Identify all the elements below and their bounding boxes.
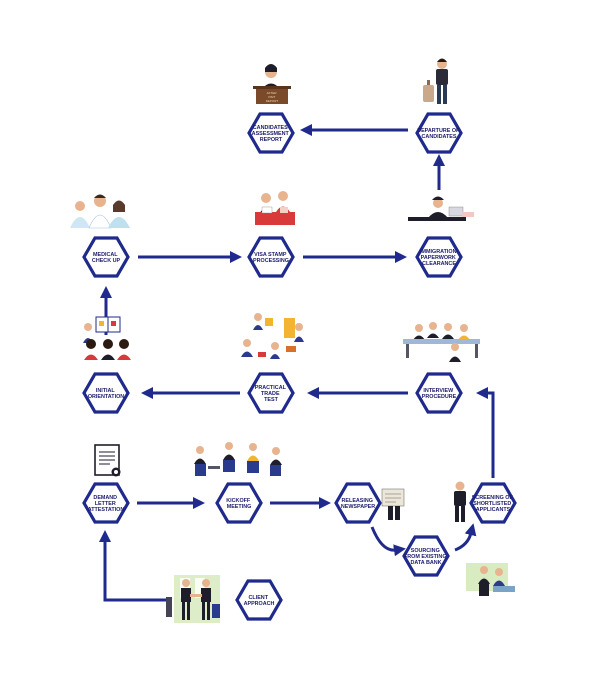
standing-businessman-illustration — [454, 481, 466, 522]
visa-processing-desk-illustration — [255, 191, 295, 225]
kickoff-meeting-people-illustration — [194, 442, 282, 476]
hexagon-shape — [235, 579, 283, 621]
node-label: CLIENT APPROACH — [244, 595, 275, 607]
hexagon-shape — [334, 482, 382, 524]
document-certificate-icon — [94, 444, 121, 477]
node-interview: INTERVIEW PROCEDURE — [415, 372, 463, 414]
podium-speaker-illustration: AFTER VISIT REPORT — [253, 64, 291, 104]
immigration-officer-illustration — [408, 196, 474, 221]
hexagon-shape — [215, 482, 263, 524]
node-label: MEDICAL CHECK UP — [92, 252, 121, 264]
medical-team-illustration — [70, 194, 130, 229]
node-label: CANDIDATES ASSESSMENT REPORT — [252, 125, 291, 143]
node-label: KICKOFF MEETING — [226, 498, 251, 510]
hexagon-shape — [82, 372, 130, 414]
arrow-databank-to-screening — [454, 523, 477, 552]
flow-arrows — [99, 124, 495, 602]
node-medical-checkup: MEDICAL CHECK UP — [82, 236, 130, 278]
node-kickoff-meeting: KICKOFF MEETING — [215, 482, 263, 524]
node-label: IMMIGRATION PAPERWORK CLEARANCE — [420, 249, 458, 267]
interview-panel-illustration — [403, 322, 480, 362]
node-client-approach: CLIENT APPROACH — [235, 579, 283, 621]
node-label: SCREENING OF SHORTLISTED APPLICANTS — [472, 495, 515, 513]
node-label: DEMAND LETTER ATTESTATION — [88, 495, 125, 513]
node-visa-stamp: VISA STAMP PROCESSING — [247, 236, 295, 278]
hexagon-shape — [469, 482, 517, 524]
data-bank-counter-illustration — [466, 563, 515, 596]
node-label: SOURCING FROM EXISTING DATA BANK — [404, 548, 448, 566]
node-label: INITIAL ORIENTATION — [88, 388, 124, 400]
man-reading-newspaper-illustration — [381, 488, 405, 520]
hexagon-shape — [82, 482, 130, 524]
node-trade-test: PRACTICAL TRADE TEST — [247, 372, 295, 414]
node-data-bank: SOURCING FROM EXISTING DATA BANK — [402, 535, 450, 577]
arrow-client-to-demand — [99, 530, 168, 602]
hexagon-shape — [82, 236, 130, 278]
traveler-with-suitcase-illustration — [423, 58, 448, 104]
node-label: RELEASING NEWSPAPER — [341, 498, 375, 510]
node-screening: SCREENING OF SHORTLISTED APPLICANTS — [469, 482, 517, 524]
node-initial-orientation: INITIAL ORIENTATION — [82, 372, 130, 414]
svg-text:AFTER VISIT REPORT: AFTER VISIT REPORT — [266, 91, 279, 103]
node-label: VISA STAMP PROCESSING — [253, 252, 289, 264]
client-handshake-illustration — [166, 575, 220, 623]
node-candidates-report: CANDIDATES ASSESSMENT REPORT — [247, 112, 295, 154]
classroom-orientation-illustration — [83, 316, 131, 360]
hexagon-shape — [247, 236, 295, 278]
node-label: INTERVIEW PROCEDURE — [422, 388, 457, 400]
hexagon-shape — [415, 372, 463, 414]
hexagon-shape — [247, 372, 295, 414]
hexagon-shape — [415, 112, 463, 154]
node-label: PRACTICAL TRADE TEST — [255, 385, 288, 403]
node-departure: DEPARTURE OF CANDIDATES — [415, 112, 463, 154]
node-immigration: IMMIGRATION PAPERWORK CLEARANCE — [415, 236, 463, 278]
arrow-screening-to-interview — [476, 387, 495, 478]
trade-test-workers-illustration — [241, 313, 304, 359]
hexagon-shape — [247, 112, 295, 154]
hexagon-shape — [402, 535, 450, 577]
node-releasing-newspaper: RELEASING NEWSPAPER — [334, 482, 382, 524]
hexagon-shape — [415, 236, 463, 278]
node-label: DEPARTURE OF CANDIDATES — [417, 128, 461, 140]
node-demand-letter: DEMAND LETTER ATTESTATION — [82, 482, 130, 524]
arrow-newspaper-to-databank — [370, 526, 406, 557]
